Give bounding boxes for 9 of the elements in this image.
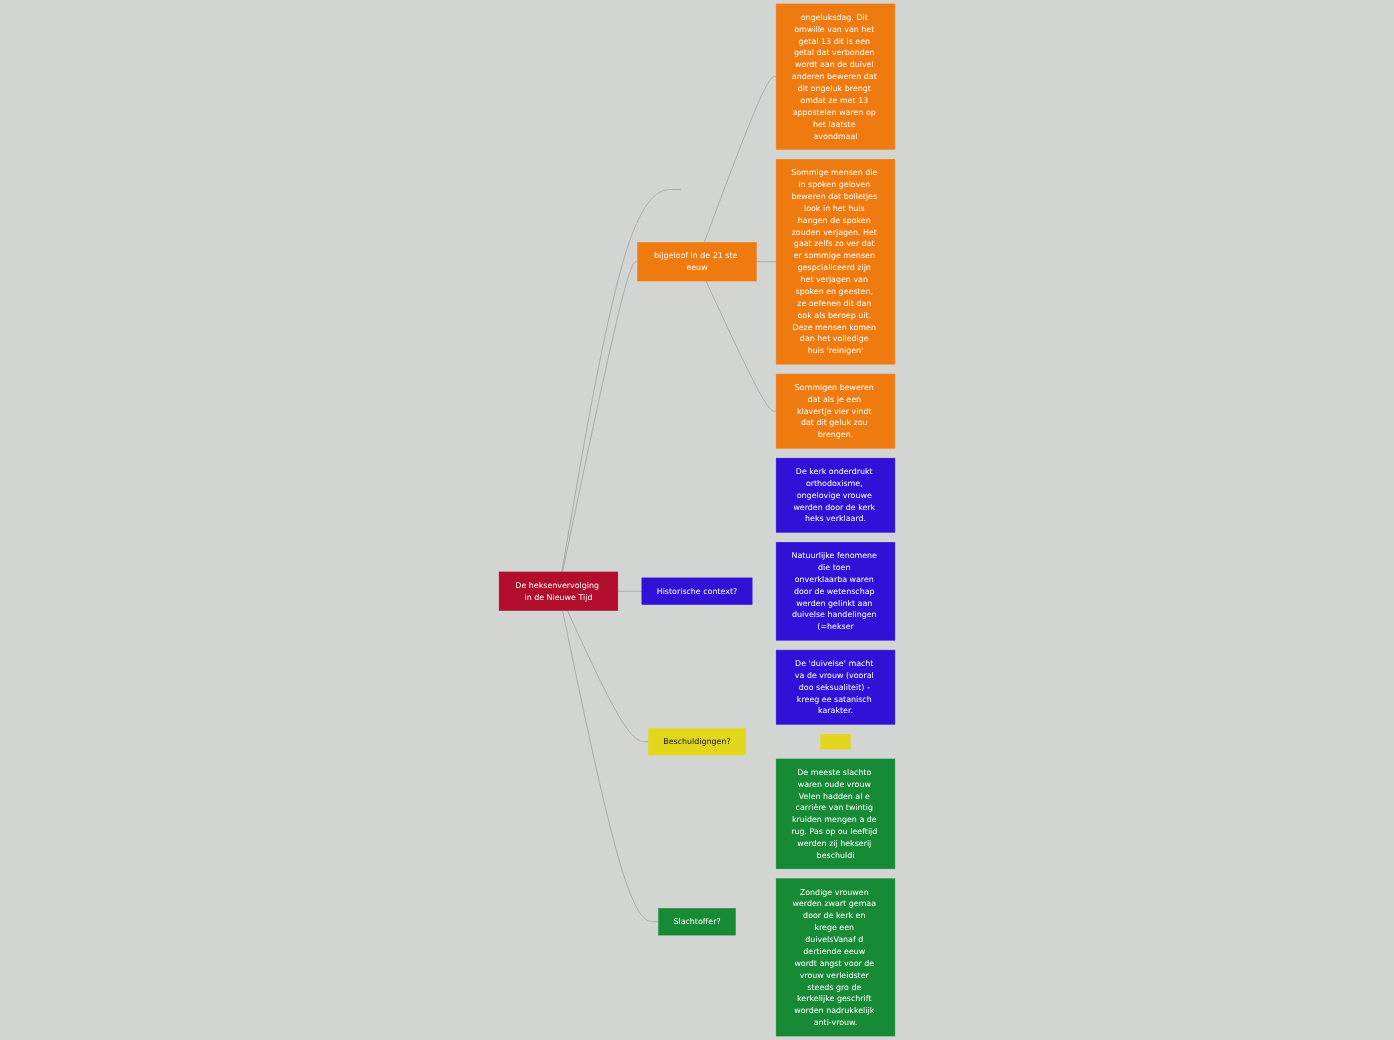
connector bbox=[561, 189, 682, 573]
node-box bbox=[820, 734, 851, 750]
connector bbox=[703, 76, 777, 243]
connector bbox=[562, 610, 660, 923]
connector bbox=[705, 280, 777, 412]
connector bbox=[617, 590, 643, 592]
connector bbox=[566, 610, 649, 743]
connector bbox=[755, 261, 777, 263]
connector bbox=[562, 261, 639, 573]
